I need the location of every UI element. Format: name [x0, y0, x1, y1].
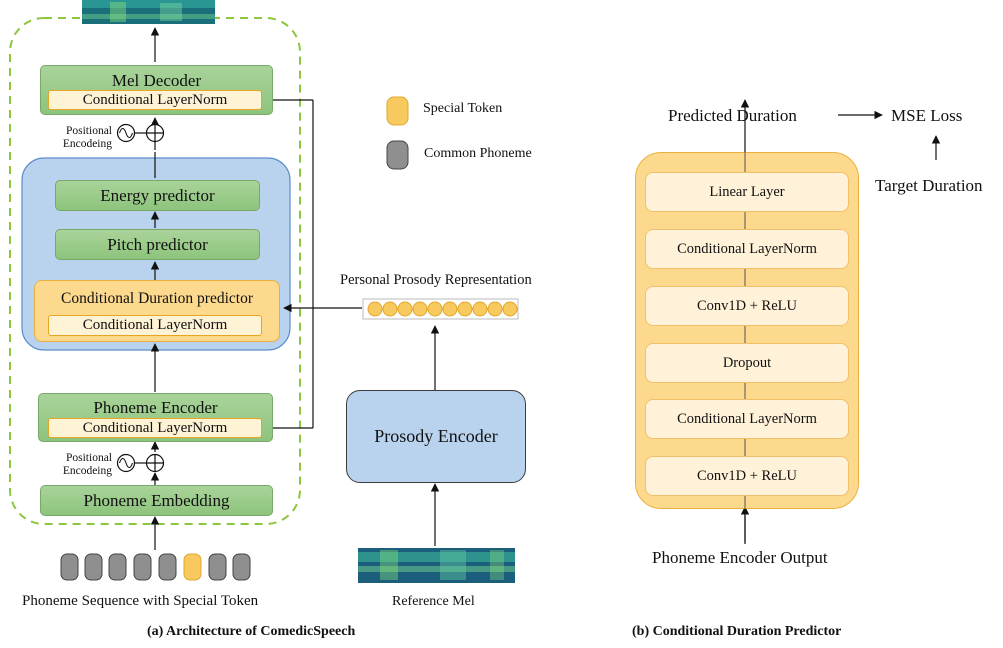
energy-predictor-block: Energy predictor: [55, 180, 260, 211]
mel-decoder-label: Mel Decoder: [111, 71, 202, 90]
legend-special-token-swatch: [386, 96, 409, 126]
conditional-layernorm-block-lower: Conditional LayerNorm: [645, 399, 849, 439]
pitch-predictor-label: Pitch predictor: [107, 234, 208, 254]
phoneme-encoder-label: Phoneme Encoder: [93, 398, 218, 417]
duration-predictor-cond-layernorm: Conditional LayerNorm: [48, 315, 262, 336]
phoneme-embedding-block: Phoneme Embedding: [40, 485, 273, 516]
positional-encoding-label-lower: Positional Encodeing: [62, 452, 112, 477]
layer-label: Linear Layer: [706, 183, 788, 201]
caption-b: (b) Conditional Duration Predictor: [632, 624, 842, 639]
cond-layernorm-label: Conditional LayerNorm: [82, 317, 228, 333]
conditional-duration-predictor-label: Conditional Duration predictor: [61, 290, 253, 307]
layer-label: Dropout: [719, 354, 775, 372]
caption-a: (a) Architecture of ComedicSpeech: [147, 624, 356, 639]
conditional-layernorm-block-upper: Conditional LayerNorm: [645, 229, 849, 269]
personal-prosody-representation-label: Personal Prosody Representation: [340, 272, 532, 288]
reference-mel-label: Reference Mel: [392, 594, 475, 609]
layer-label: Conditional LayerNorm: [674, 410, 820, 428]
layer-label: Conv1D + ReLU: [693, 297, 800, 315]
positional-encoding-label-upper: Positional Encodeing: [62, 125, 112, 150]
mse-loss-label: MSE Loss: [891, 106, 963, 125]
phoneme-encoder-cond-layernorm: Conditional LayerNorm: [48, 418, 262, 438]
phoneme-embedding-label: Phoneme Embedding: [83, 490, 230, 510]
conv1d-relu-block-lower: Conv1D + ReLU: [645, 456, 849, 496]
positional-encoding-upper: [116, 123, 165, 143]
prosody-encoder-label: Prosody Encoder: [374, 426, 498, 446]
reference-mel-spectrogram: [358, 548, 515, 583]
pitch-predictor-block: Pitch predictor: [55, 229, 260, 260]
phoneme-encoder-output-label: Phoneme Encoder Output: [652, 548, 828, 567]
target-duration-label: Target Duration: [875, 176, 983, 195]
legend-common-phoneme-label: Common Phoneme: [424, 146, 532, 161]
model-dashed-boundary: [9, 17, 301, 525]
phoneme-sequence-label: Phoneme Sequence with Special Token: [22, 593, 259, 609]
cond-layernorm-label: Conditional LayerNorm: [82, 91, 228, 108]
layer-label: Conv1D + ReLU: [693, 467, 800, 485]
energy-predictor-label: Energy predictor: [100, 185, 215, 205]
cond-layernorm-label: Conditional LayerNorm: [82, 419, 228, 436]
layer-label: Conditional LayerNorm: [674, 240, 820, 258]
legend-common-phoneme-swatch: [386, 140, 409, 170]
dropout-block: Dropout: [645, 343, 849, 383]
mel-decoder-cond-layernorm: Conditional LayerNorm: [48, 90, 262, 110]
prosody-encoder-block: Prosody Encoder: [346, 390, 526, 483]
linear-layer-block: Linear Layer: [645, 172, 849, 212]
phoneme-sequence-tokens: [60, 553, 251, 581]
legend-special-token-label: Special Token: [423, 101, 503, 116]
positional-encoding-lower: [116, 453, 165, 473]
prosody-representation-tokens: [362, 298, 519, 320]
conv1d-relu-block-upper: Conv1D + ReLU: [645, 286, 849, 326]
predicted-duration-label: Predicted Duration: [668, 106, 797, 125]
output-mel-spectrogram: [82, 0, 215, 24]
